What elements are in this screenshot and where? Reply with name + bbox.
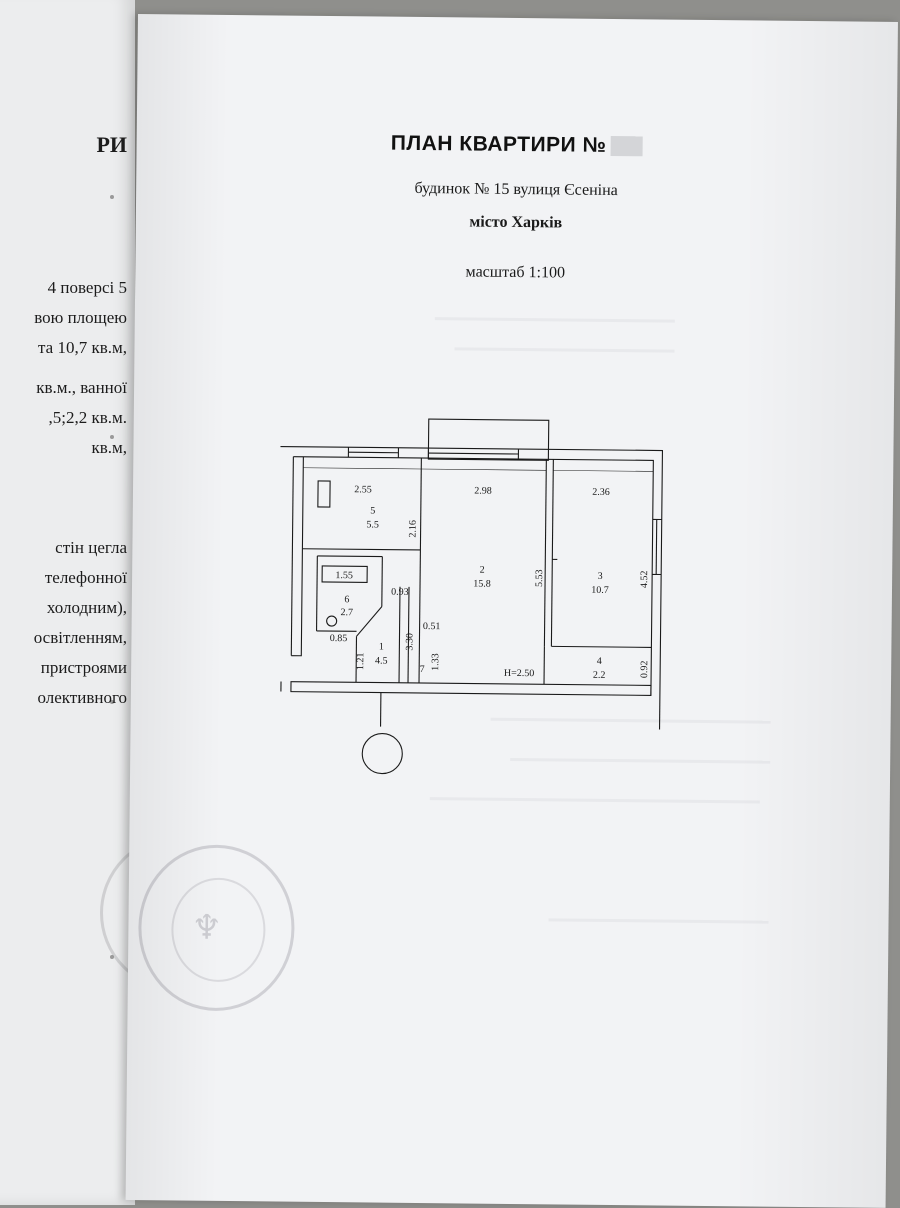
- partition: [419, 458, 421, 683]
- left-text-fragment: холодним),: [47, 598, 127, 618]
- bleed-through: [549, 918, 769, 923]
- room-4-area: 2.2: [593, 670, 606, 681]
- dim-bedroom-width: 2.36: [592, 487, 610, 498]
- partition: [302, 549, 420, 550]
- trident-emblem-icon: ♆: [191, 908, 222, 948]
- closet-number: 7: [420, 664, 425, 675]
- room-5-number: 5: [370, 505, 375, 516]
- left-text-fragment: освітленням,: [34, 628, 127, 648]
- left-text-fragment: олективного: [37, 688, 127, 708]
- dim-living-width: 2.98: [474, 486, 492, 497]
- window: [656, 519, 657, 574]
- dim-kitchen-depth: 2.16: [408, 520, 419, 538]
- room-5-area: 5.5: [366, 519, 379, 530]
- room-3-area: 10.7: [591, 585, 609, 596]
- partition: [551, 646, 651, 647]
- right-page: ПЛАН КВАРТИРИ № будинок № 15 вулиця Єсен…: [126, 14, 898, 1208]
- dim-bath-width: 1.55: [335, 570, 353, 581]
- dim-bath-door: 0.93: [391, 587, 409, 598]
- dim-entry-height: 1.21: [355, 653, 366, 671]
- partition: [382, 557, 383, 607]
- partition: [356, 606, 381, 636]
- left-text-fragment: ,5;2,2 кв.м.: [48, 408, 127, 428]
- dim-kitchen-width: 2.55: [354, 484, 372, 495]
- left-page: РИ 4 поверсі 5 вою площею та 10,7 кв.м, …: [0, 0, 135, 1205]
- room-6-area: 2.7: [340, 607, 353, 618]
- left-text-fragment: кв.м., ванної: [36, 378, 127, 398]
- dim-hall-height: 3.30: [404, 633, 415, 651]
- room-3-number: 3: [598, 571, 603, 582]
- floor-plan: 2.55 2.98 2.36 2.16 5.53 4.52 1.55 0.93 …: [130, 14, 898, 822]
- window: [348, 452, 398, 453]
- room-4-number: 4: [597, 656, 602, 667]
- partition: [317, 556, 318, 631]
- left-wall: [291, 457, 293, 656]
- official-stamp: ♆: [138, 844, 296, 1012]
- orientation-circle: [362, 733, 402, 773]
- dim-hall-door: 0.51: [423, 621, 441, 632]
- sink: [327, 616, 337, 626]
- left-text-fragment: стін цегла: [55, 538, 127, 558]
- ceiling-height: Н=2.50: [504, 668, 534, 679]
- bottom-wall: [291, 682, 651, 696]
- dim-bedroom-depth: 4.52: [639, 571, 650, 589]
- dim-line: [553, 470, 653, 471]
- left-text-fragment: кв.м,: [91, 438, 127, 458]
- window: [428, 453, 518, 454]
- room-6-number: 6: [344, 594, 349, 605]
- partition: [317, 556, 382, 557]
- binding-stitch: [110, 195, 114, 199]
- left-text-fragment: вою площею: [34, 308, 127, 328]
- room-2-number: 2: [480, 565, 485, 576]
- dim-corridor-height: 1.33: [430, 653, 441, 671]
- stove: [318, 481, 330, 507]
- left-text-fragment: пристроями: [41, 658, 127, 678]
- dim-line: [303, 468, 421, 469]
- partition: [551, 459, 553, 646]
- dim-line: [421, 469, 546, 470]
- dim-closet-height: 0.92: [639, 661, 650, 679]
- dim-living-depth: 5.53: [534, 569, 545, 587]
- left-heading-fragment: РИ: [96, 132, 127, 158]
- room-2-area: 15.8: [473, 579, 491, 590]
- left-text-fragment: 4 поверсі 5: [48, 278, 127, 298]
- dim-bath-bottom: 0.85: [330, 633, 348, 644]
- partition: [544, 459, 546, 646]
- left-text-fragment: та 10,7 кв.м,: [38, 338, 127, 358]
- left-text-fragment: телефонної: [45, 568, 127, 588]
- room-1-number: 1: [379, 642, 384, 653]
- room-1-area: 4.5: [375, 656, 388, 667]
- partition: [399, 587, 400, 683]
